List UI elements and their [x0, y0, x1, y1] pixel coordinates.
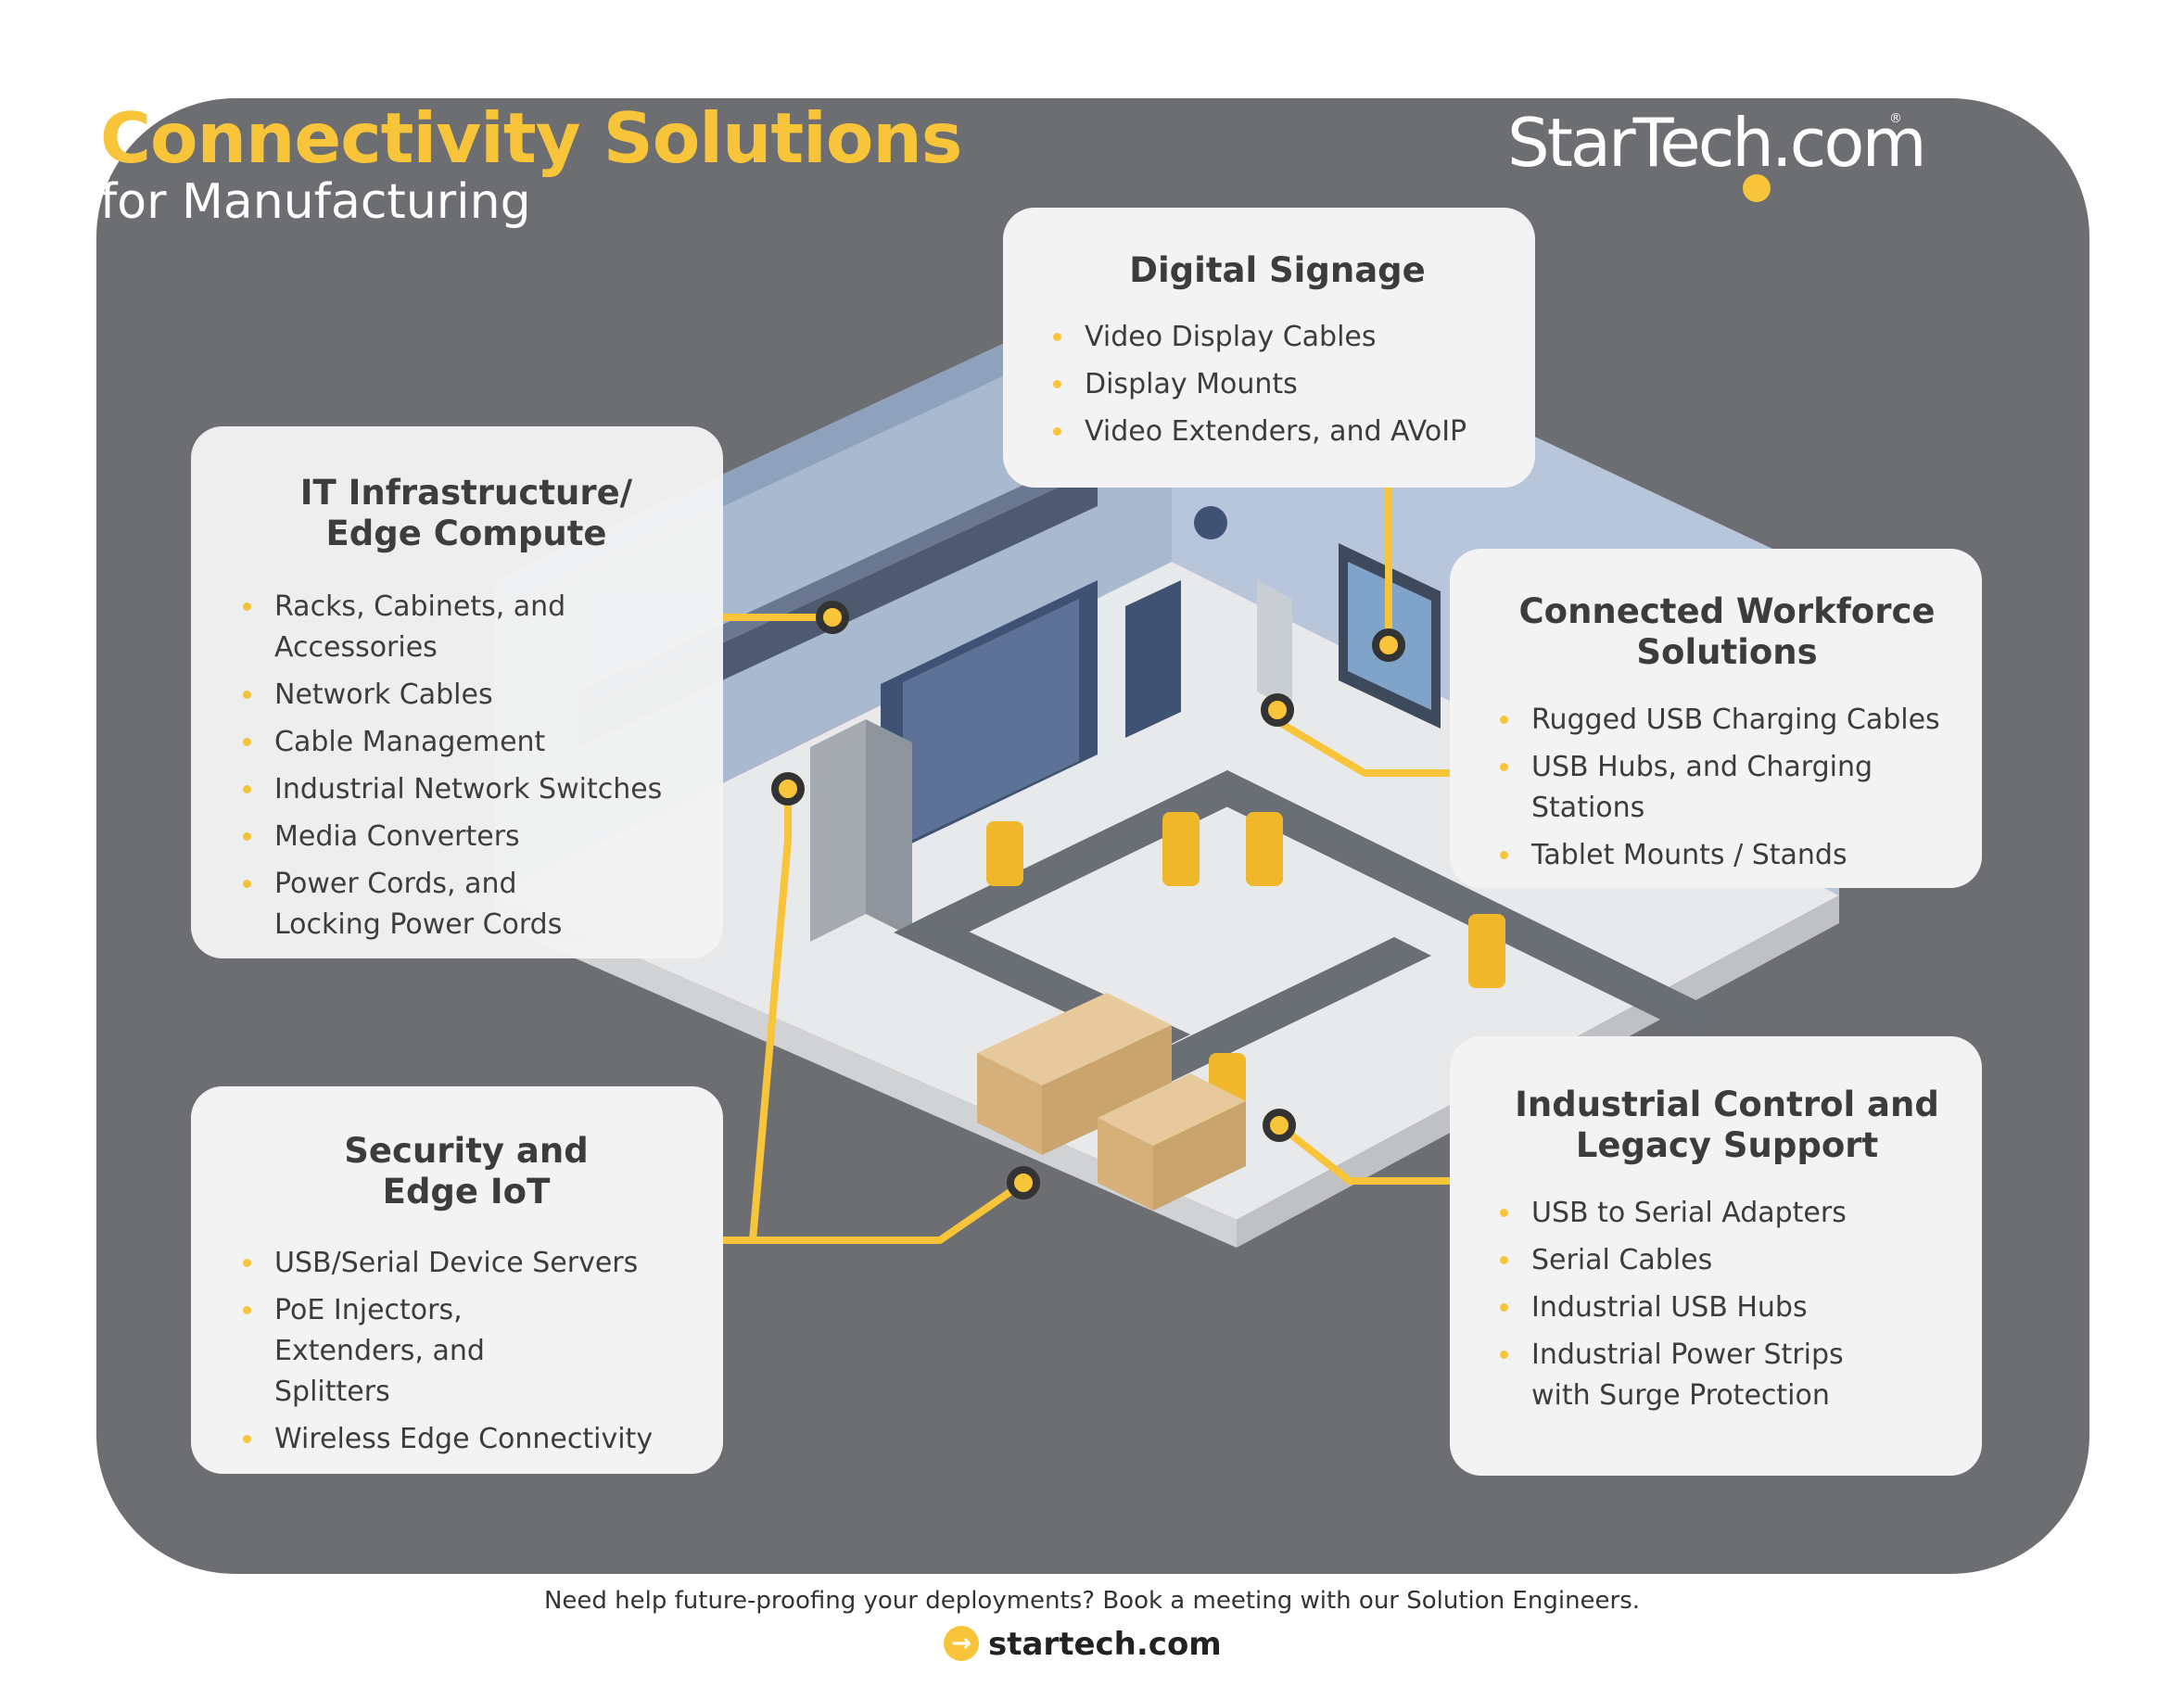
list-item: USB to Serial Adapters	[1494, 1193, 1960, 1234]
card-item-list: USB/Serial Device Servers PoE Injectors,…	[237, 1243, 695, 1460]
card-title: Connected Workforce Solutions	[1494, 591, 1960, 674]
card-item-list: Rugged USB Charging Cables USB Hubs, and…	[1494, 700, 1960, 876]
page-subtitle: for Manufacturing	[100, 174, 531, 230]
logo-registered-mark: ®	[1889, 111, 1902, 126]
conveyor-belt-a	[931, 770, 1264, 932]
card-digital-signage: Digital Signage Video Display Cables Dis…	[1003, 208, 1535, 488]
list-item-text: PoE Injectors, Extenders, and Splitters	[274, 1293, 485, 1408]
list-item-text: Video Extenders, and AVoIP	[1085, 415, 1467, 449]
list-item-text: Tablet Mounts / Stands	[1531, 838, 1848, 871]
control-cabinet	[810, 719, 866, 942]
list-item-text: Network Cables	[274, 678, 493, 711]
list-item-text: USB to Serial Adapters	[1531, 1196, 1847, 1229]
list-item-text: Cable Management	[274, 725, 546, 758]
card-title-line: Solutions	[1636, 632, 1818, 673]
connector-lines	[723, 488, 1452, 1244]
control-cabinet-side	[866, 719, 912, 937]
page-title: Connectivity Solutions	[100, 97, 962, 179]
factory-floor-edge-left	[495, 895, 1237, 1248]
card-title-line: Industrial Control and	[1515, 1084, 1939, 1124]
card-item-list: USB to Serial Adapters Serial Cables Ind…	[1494, 1193, 1960, 1416]
list-item: Video Extenders, and AVoIP	[1048, 412, 1507, 452]
card-title-line: Digital Signage	[1129, 250, 1426, 290]
list-item: PoE Injectors, Extenders, and Splitters	[237, 1290, 695, 1413]
factory-door	[1125, 580, 1181, 738]
wall-clock	[1194, 506, 1227, 539]
arrow-right-icon: →	[944, 1626, 979, 1661]
card-title-line: Legacy Support	[1575, 1125, 1879, 1166]
list-item-text: Video Display Cables	[1085, 321, 1377, 354]
card-title: Digital Signage	[1048, 250, 1507, 291]
list-item: Media Converters	[237, 817, 695, 857]
logo-wordmark: StarTech.com	[1507, 104, 1927, 182]
list-item-text: Media Converters	[274, 819, 520, 853]
connector-dots	[771, 601, 1405, 1199]
list-item: Power Cords, and Locking Power Cords	[237, 864, 695, 945]
list-item: Network Cables	[237, 675, 695, 716]
website-link-text[interactable]: startech.com	[988, 1626, 1222, 1663]
list-item: USB Hubs, and Charging Stations	[1494, 747, 1960, 829]
list-item-text: Display Mounts	[1085, 368, 1298, 401]
list-item-text: Industrial Power Strips with Surge Prote…	[1531, 1338, 1844, 1412]
list-item: Wireless Edge Connectivity	[237, 1419, 695, 1460]
card-item-list: Video Display Cables Display Mounts Vide…	[1048, 317, 1507, 452]
list-item: Industrial Network Switches	[237, 769, 695, 810]
list-item-text: Wireless Edge Connectivity	[274, 1422, 654, 1455]
list-item: Industrial USB Hubs	[1494, 1287, 1960, 1328]
list-item: USB/Serial Device Servers	[237, 1243, 695, 1284]
list-item: Serial Cables	[1494, 1240, 1960, 1281]
card-title-line: Edge IoT	[382, 1172, 551, 1212]
list-item-text: Rugged USB Charging Cables	[1531, 703, 1940, 736]
card-it-infrastructure: IT Infrastructure/ Edge Compute Racks, C…	[191, 426, 723, 958]
card-title-line: IT Infrastructure/	[299, 473, 633, 513]
card-title-line: Security and	[344, 1131, 589, 1171]
list-item-text: Racks, Cabinets, and Accessories	[274, 590, 566, 664]
conveyor-belt-c	[1098, 937, 1431, 1099]
card-title: Security and Edge IoT	[237, 1131, 695, 1213]
card-title: Industrial Control and Legacy Support	[1494, 1084, 1960, 1167]
list-item: Rugged USB Charging Cables	[1494, 700, 1960, 741]
list-item-text: Industrial Network Switches	[274, 772, 663, 805]
list-item-text: Serial Cables	[1531, 1243, 1713, 1276]
list-item: Industrial Power Strips with Surge Prote…	[1494, 1335, 1960, 1416]
list-item: Racks, Cabinets, and Accessories	[237, 587, 695, 668]
card-security-edge-iot: Security and Edge IoT USB/Serial Device …	[191, 1086, 723, 1474]
card-title-line: Connected Workforce	[1518, 591, 1936, 631]
conveyor-belt-b	[1190, 770, 1728, 1034]
card-title-line: Edge Compute	[325, 514, 607, 554]
footer-cta-text: Need help future-proofing your deploymen…	[543, 1587, 1641, 1615]
list-item-text: Power Cords, and Locking Power Cords	[274, 867, 563, 941]
box-pallets	[977, 993, 1246, 1211]
card-item-list: Racks, Cabinets, and Accessories Network…	[237, 587, 695, 945]
card-title: IT Infrastructure/ Edge Compute	[237, 473, 695, 555]
list-item-text: Industrial USB Hubs	[1531, 1290, 1808, 1324]
startech-logo[interactable]: StarTech.com ®	[1507, 109, 1927, 202]
list-item-text: USB Hubs, and Charging Stations	[1531, 750, 1873, 824]
list-item: Tablet Mounts / Stands	[1494, 835, 1960, 876]
factory-window-glare	[903, 599, 1079, 844]
list-item: Display Mounts	[1048, 364, 1507, 405]
card-connected-workforce: Connected Workforce Solutions Rugged USB…	[1450, 549, 1982, 888]
kiosk	[1257, 580, 1292, 710]
list-item: Cable Management	[237, 722, 695, 763]
list-item-text: USB/Serial Device Servers	[274, 1246, 639, 1279]
card-industrial-control: Industrial Control and Legacy Support US…	[1450, 1036, 1982, 1476]
list-item: Video Display Cables	[1048, 317, 1507, 358]
logo-dot-icon	[1743, 174, 1771, 202]
